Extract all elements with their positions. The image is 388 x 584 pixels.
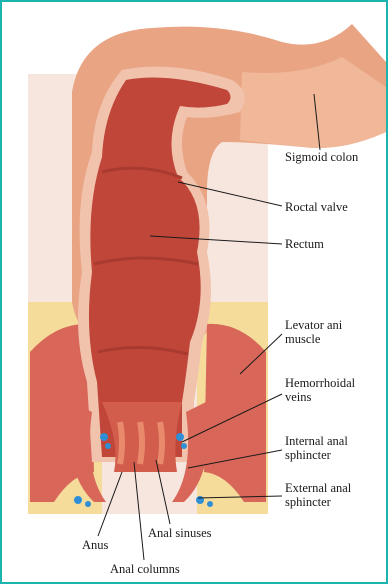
anal-column-1	[120, 422, 122, 464]
label-anal-sinuses: Anal sinuses	[148, 526, 212, 540]
label-rectum: Rectum	[285, 237, 324, 251]
vein-left-upper	[100, 433, 108, 441]
vein-right-upper-2	[181, 443, 187, 449]
label-levator-ani: Levator ani muscle	[285, 318, 342, 346]
vein-right-lower-2	[207, 501, 213, 507]
label-hemorrhoidal-veins: Hemorrhoidal veins	[285, 376, 355, 404]
vein-left-lower-2	[85, 501, 91, 507]
vein-right-lower	[196, 496, 204, 504]
vein-left-lower	[74, 496, 82, 504]
label-internal-sphincter: Internal anal sphincter	[285, 434, 348, 462]
vein-right-upper	[176, 433, 184, 441]
label-anus: Anus	[82, 538, 108, 552]
label-sigmoid-colon: Sigmoid colon	[285, 150, 358, 164]
anal-column-3	[160, 422, 162, 464]
label-rectal-valve: Roctal valve	[285, 200, 348, 214]
vein-left-upper-2	[105, 443, 111, 449]
anal-column-2	[140, 422, 142, 464]
label-external-sphincter: External anal sphincter	[285, 481, 351, 509]
label-anal-columns: Anal columns	[110, 562, 180, 576]
